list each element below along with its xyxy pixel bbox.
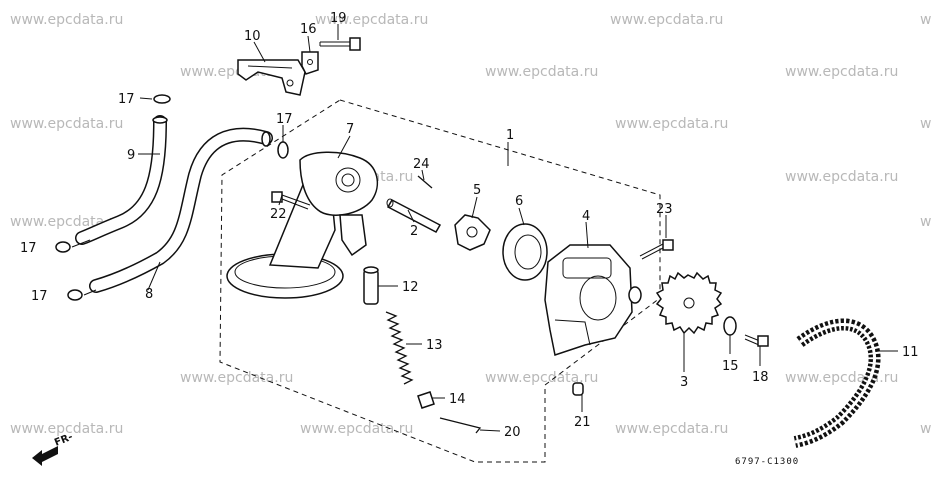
callout-9: 9 [127, 148, 135, 163]
pin-part[interactable] [417, 175, 433, 189]
assembly-outline [219, 99, 661, 463]
callout-19: 19 [330, 11, 347, 26]
watermark: www.epcdata.ru [920, 421, 932, 437]
watermark: www.epcdata.ru [485, 370, 598, 386]
watermark: www.epcdata.ru [315, 12, 428, 28]
callout-21: 21 [574, 415, 591, 430]
clip-plate-part[interactable] [301, 51, 319, 75]
watermark: www.epcdata.ru [615, 116, 728, 132]
cotter-pin-part[interactable] [439, 417, 482, 434]
relief-valve-part[interactable] [363, 266, 379, 305]
bolt-part[interactable] [319, 37, 361, 51]
callout-17: 17 [276, 112, 293, 127]
callout-2: 2 [410, 224, 418, 239]
watermark: www.epcdata.ru [920, 214, 932, 230]
watermark: www.epcdata.ru [10, 421, 123, 437]
callout-20: 20 [504, 425, 521, 440]
callout-13: 13 [426, 338, 443, 353]
watermark: www.epcdata.ru [485, 64, 598, 80]
outer-rotor-part[interactable] [502, 223, 548, 281]
callout-14: 14 [449, 392, 466, 407]
oil-strainer-part[interactable] [226, 151, 379, 299]
callout-5: 5 [473, 183, 481, 198]
watermark: www.epcdata.ru [10, 116, 123, 132]
oil-hose-part[interactable] [75, 115, 168, 245]
sprocket-part[interactable] [655, 271, 723, 335]
callout-17: 17 [118, 92, 135, 107]
washer-part[interactable] [67, 289, 83, 301]
callout-15: 15 [722, 359, 739, 374]
callout-7: 7 [346, 122, 354, 137]
callout-17: 17 [20, 241, 37, 256]
washer-part[interactable] [277, 141, 289, 159]
bolt-part[interactable] [744, 334, 769, 347]
watermark: www.epcdata.ru [10, 12, 123, 28]
washer-part[interactable] [723, 316, 737, 336]
diagram-code: 6797-C1300 [735, 457, 799, 467]
callout-17: 17 [31, 289, 48, 304]
callout-18: 18 [752, 370, 769, 385]
inner-rotor-part[interactable] [454, 214, 491, 251]
callout-11: 11 [902, 345, 919, 360]
callout-16: 16 [300, 22, 317, 37]
dowel-pin-part[interactable] [572, 382, 584, 396]
callout-1: 1 [506, 128, 514, 143]
callout-24: 24 [413, 157, 430, 172]
oil-hose-part[interactable] [89, 127, 273, 293]
watermark: www.epcdata.ru [785, 64, 898, 80]
plug-part[interactable] [417, 391, 435, 409]
callout-10: 10 [244, 29, 261, 44]
watermark: www.epcdata.ru [180, 370, 293, 386]
arrow-icon [32, 446, 58, 466]
callout-12: 12 [402, 280, 419, 295]
washer-part[interactable] [153, 94, 171, 104]
callout-6: 6 [515, 194, 523, 209]
watermark: www.epcdata.ru [610, 12, 723, 28]
callout-8: 8 [145, 287, 153, 302]
watermark: www.epcdata.ru [300, 421, 413, 437]
bolt-part[interactable] [271, 191, 311, 210]
bolt-part[interactable] [639, 239, 674, 260]
washer-part[interactable] [55, 241, 71, 253]
watermark: www.epcdata.ru [785, 169, 898, 185]
relief-spring-part[interactable] [385, 311, 414, 385]
callout-22: 22 [270, 207, 287, 222]
timing-chain-part[interactable] [793, 318, 881, 448]
watermark-layer: www.epcdata.ru www.epcdata.ru www.epcdat… [10, 12, 932, 437]
callout-3: 3 [680, 375, 688, 390]
callout-4: 4 [582, 209, 590, 224]
callout-labels: 1 2 3 4 5 6 7 8 9 10 11 12 13 14 15 16 1… [20, 11, 919, 440]
watermark: www.epcdata.ru [920, 12, 932, 28]
watermark: www.epcdata.ru [615, 421, 728, 437]
watermark: www.epcdata.ru [785, 370, 898, 386]
watermark: www.epcdata.ru [920, 116, 932, 132]
callout-23: 23 [656, 202, 673, 217]
leader-lines [71, 24, 898, 432]
shaft-part[interactable] [386, 198, 442, 233]
pump-housing-part[interactable] [544, 244, 642, 356]
